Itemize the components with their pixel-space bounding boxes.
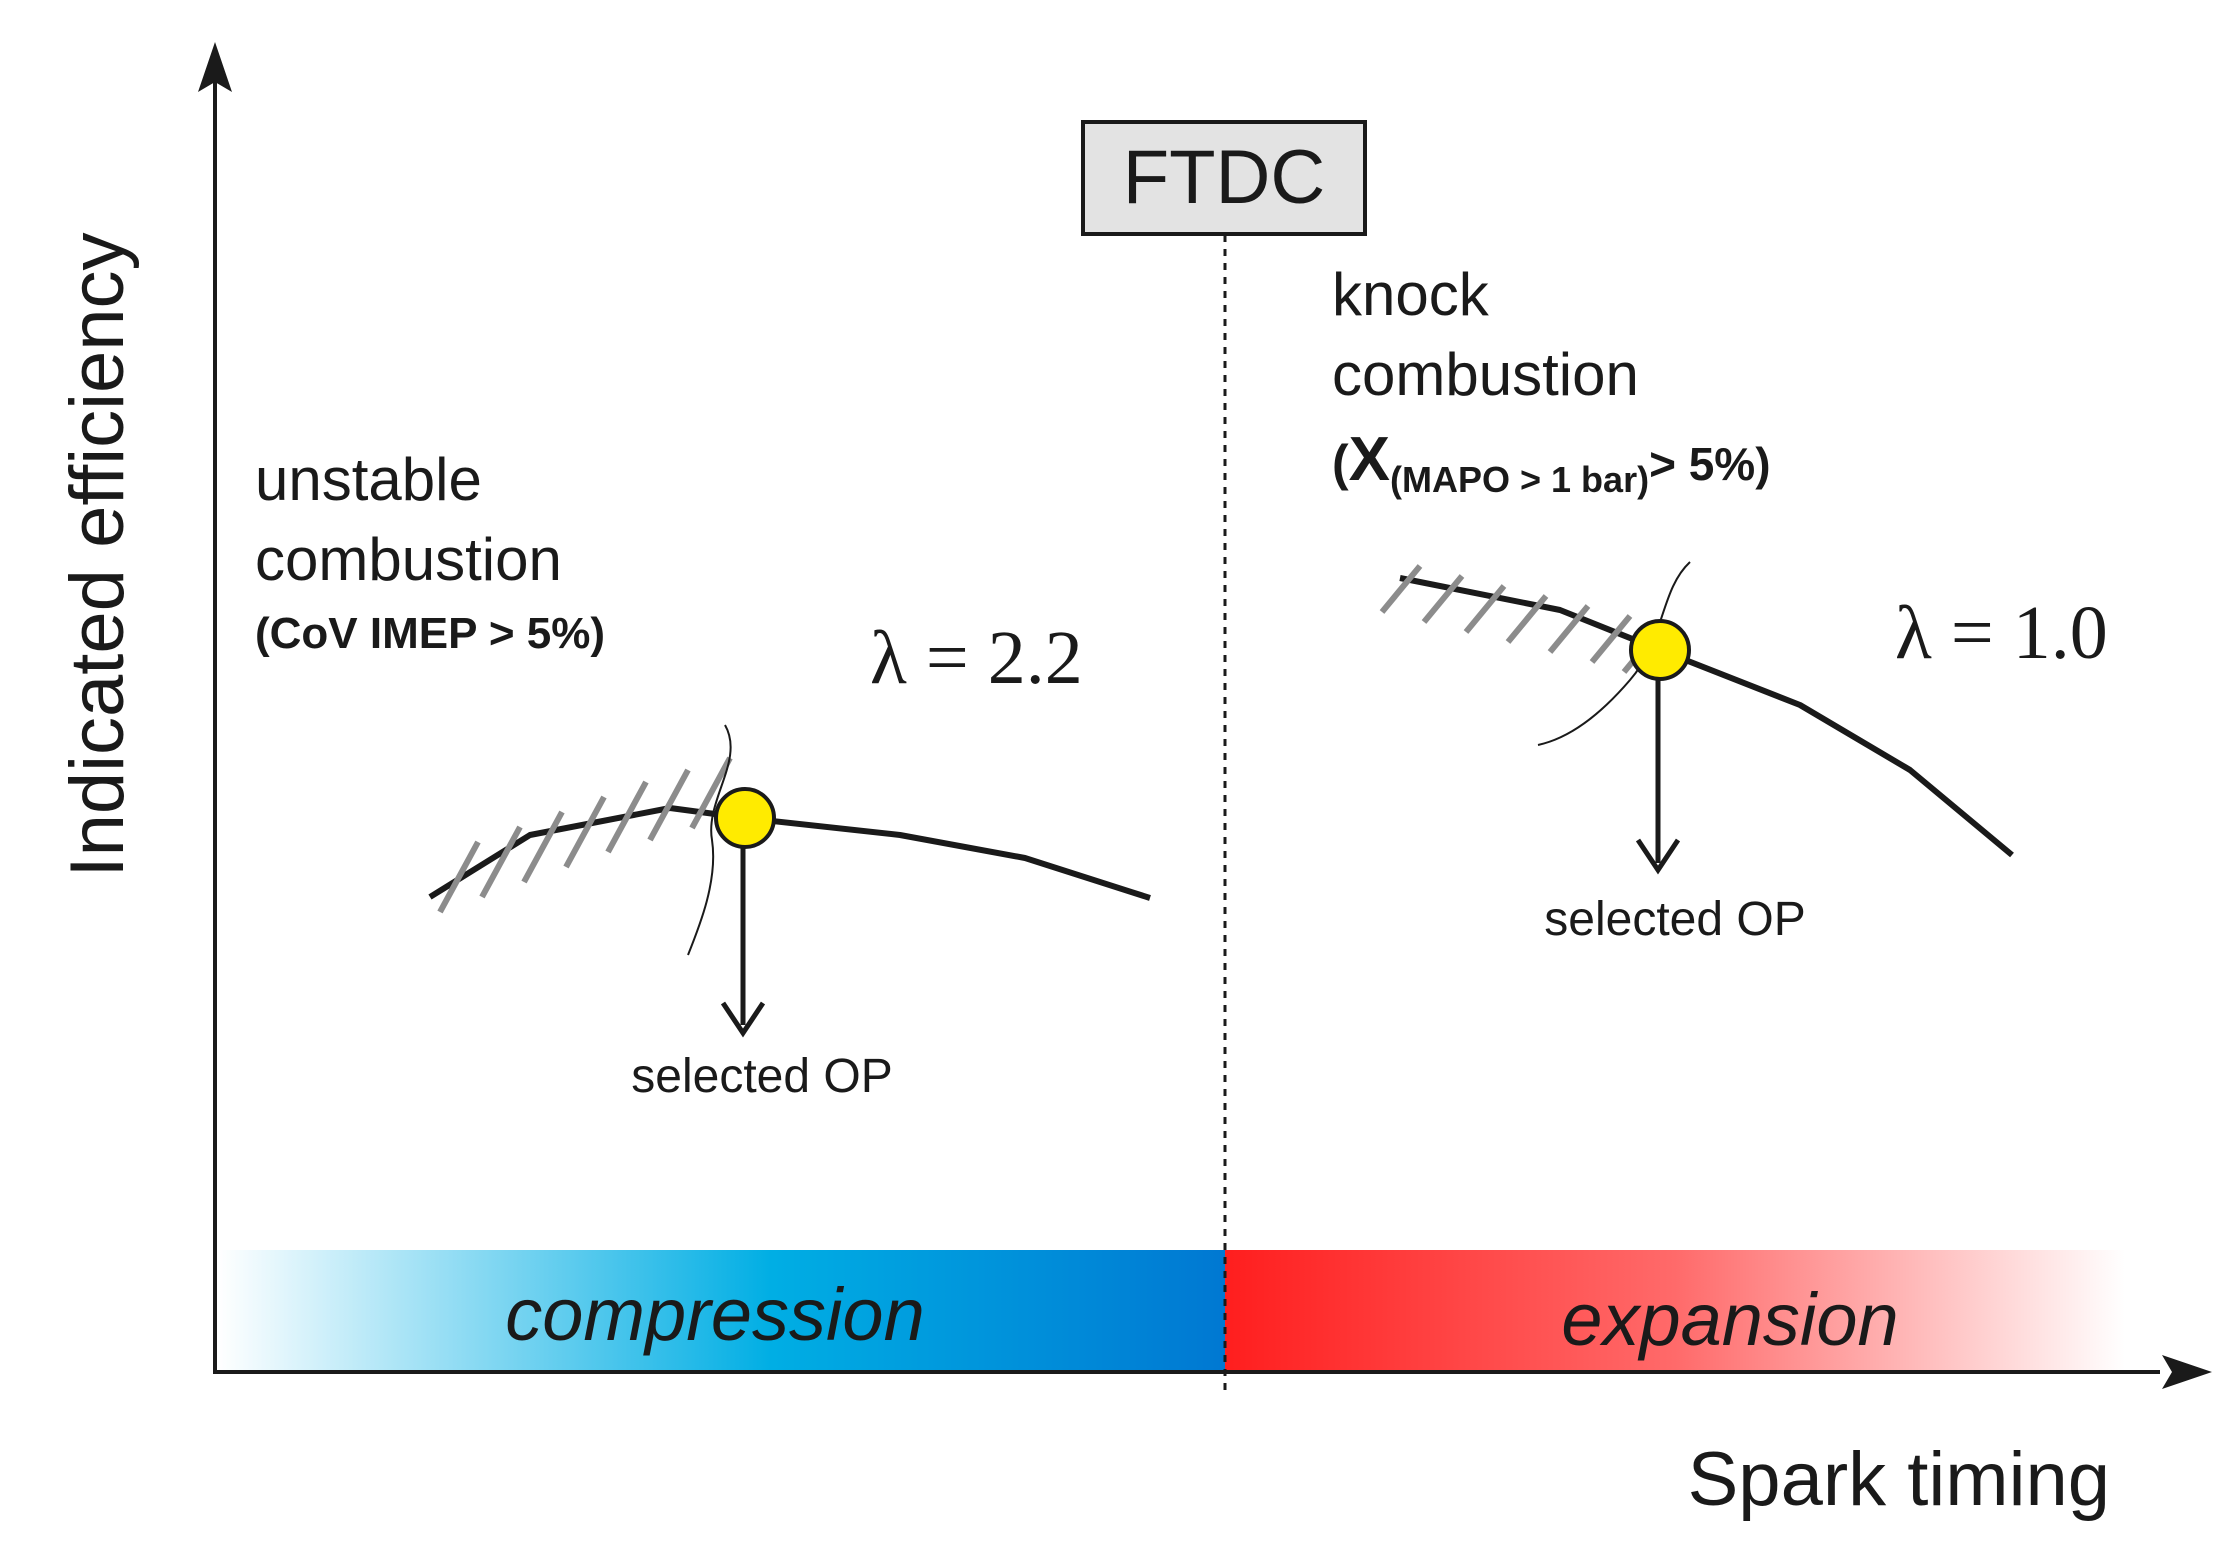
expansion-band [1225,1250,2125,1370]
right-lambda: λ = 1.0 [1895,591,2108,675]
right-selected-op-marker [1629,619,1691,681]
right-selected-op-label: selected OP [1544,893,1805,946]
left-limit-line [687,724,732,956]
left-lambda: λ = 2.2 [870,616,1083,700]
right-efficiency-curve [1399,575,2014,858]
right-title-line2: combustion [1332,341,1639,408]
left-criterion: (CoV IMEP > 5%) [255,609,605,658]
right-selected-op-arrowhead [1635,838,1681,875]
compression-band [218,1250,1225,1370]
y-axis-label: Indicated efficiency [55,233,140,878]
left-hatch-marks [437,756,733,914]
ftdc-box [1081,120,1367,236]
left-selected-op-arrowhead [720,1001,766,1038]
x-axis-label: Spark timing [1688,1437,2110,1522]
right-criterion: (X(MAPO > 1 bar)> 5%) [1332,425,1771,500]
right-title-line1: knock [1332,261,1490,328]
left-title-line2: combustion [255,526,562,593]
ftdc-label: FTDC [1123,135,1326,220]
compression-label: compression [505,1273,925,1356]
right-limit-line [1537,561,1691,746]
x-axis-arrowhead [2162,1355,2212,1389]
y-axis-arrowhead [198,42,232,92]
left-selected-op-label: selected OP [631,1050,892,1103]
left-title-line1: unstable [255,446,482,513]
expansion-label: expansion [1561,1278,1898,1361]
left-selected-op-marker [714,787,776,849]
